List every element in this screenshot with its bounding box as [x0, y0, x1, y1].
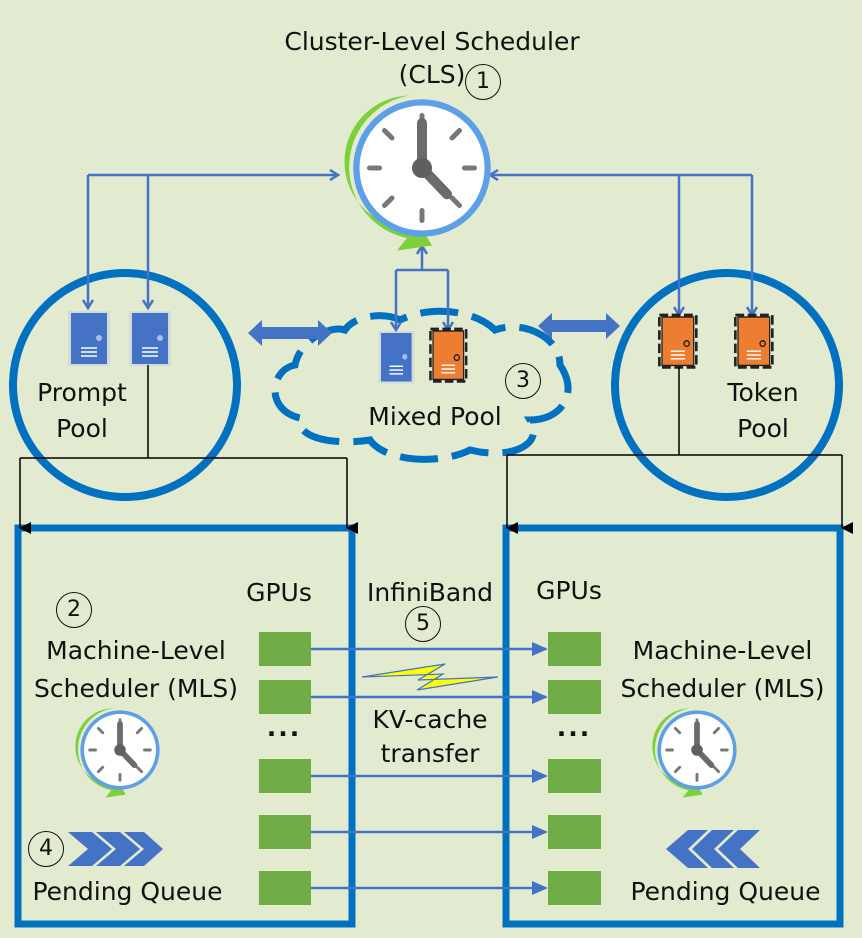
right-mls-line2: Scheduler (MLS) — [620, 674, 825, 703]
prompt-server-icon — [67, 310, 111, 367]
prompt-gpus — [259, 632, 311, 905]
prompt-distribution-lines — [19, 365, 358, 534]
gpu — [548, 759, 601, 793]
kv-line2: transfer — [380, 739, 480, 768]
left-gpus-label: GPUs — [246, 578, 312, 607]
marker-4: 4 — [28, 831, 64, 867]
mixed-token-double-arrow — [538, 313, 620, 339]
gpu — [548, 815, 601, 849]
left-gpu-ellipsis: ... — [266, 713, 302, 742]
gpu — [259, 632, 311, 666]
right-pending-queue-label: Pending Queue — [630, 877, 821, 906]
token-pool-label: Token Pool — [703, 378, 823, 444]
prompt-pool-label: Prompt Pool — [22, 378, 142, 444]
gpu — [548, 680, 601, 714]
kv-transfer-arrows — [311, 642, 548, 895]
left-mls-label: Machine-Level Scheduler (MLS) — [26, 636, 246, 704]
left-pending-queue-label: Pending Queue — [32, 877, 223, 906]
kv-line1: KV-cache — [372, 705, 488, 734]
right-mls-line1: Machine-Level — [632, 636, 813, 665]
kv-cache-transfer-label: KV-cache transfer — [355, 705, 505, 769]
left-mls-line2: Scheduler (MLS) — [34, 674, 238, 703]
mixed-pool-label: Mixed Pool — [368, 402, 502, 431]
prompt-pool-line1: Prompt — [37, 378, 127, 407]
marker-1: 1 — [465, 64, 501, 100]
mls-clock-icon — [652, 708, 736, 797]
lightning-bolt-icon — [361, 663, 499, 691]
token-server-icon — [733, 313, 774, 369]
prompt-pool-line2: Pool — [56, 414, 108, 443]
token-machine-box — [502, 524, 844, 928]
cls-title-line1: Cluster-Level Scheduler — [284, 27, 580, 56]
token-pool-line2: Pool — [737, 414, 789, 443]
token-pool-line1: Token — [727, 378, 799, 407]
gpu — [259, 680, 311, 714]
token-server-icon — [657, 313, 698, 369]
pending-queue-chevrons-left — [666, 830, 760, 868]
left-mls-line1: Machine-Level — [46, 636, 226, 665]
prompt-pool-circle — [9, 269, 241, 501]
gpu — [548, 871, 601, 905]
mixed-pool-cloud — [271, 307, 572, 463]
mls-clock-icon — [75, 708, 159, 797]
mixed-token-server-icon — [429, 327, 468, 383]
marker-3: 3 — [505, 363, 541, 399]
right-gpu-ellipsis: ... — [556, 713, 592, 742]
mixed-prompt-server-icon — [377, 330, 415, 385]
right-mls-label: Machine-Level Scheduler (MLS) — [610, 636, 835, 704]
marker-2: 2 — [56, 592, 92, 628]
gpu — [259, 759, 311, 793]
cls-title: Cluster-Level Scheduler (CLS) — [262, 27, 602, 90]
prompt-machine-box — [14, 524, 356, 928]
gpu — [259, 871, 311, 905]
cls-title-line2: (CLS) — [398, 60, 466, 89]
marker-5: 5 — [405, 606, 441, 642]
cls-connectors — [88, 175, 752, 330]
cls-clock-icon — [344, 96, 490, 251]
right-gpus-label: GPUs — [536, 576, 602, 605]
gpu — [259, 815, 311, 849]
prompt-mixed-double-arrow — [248, 320, 332, 346]
token-pool-circle — [611, 269, 843, 501]
gpu — [548, 632, 601, 666]
token-gpus — [548, 632, 601, 905]
prompt-server-icon — [128, 310, 172, 367]
token-distribution-lines — [506, 367, 853, 534]
infiniband-label: InfiniBand — [367, 578, 493, 607]
pending-queue-chevrons-right — [68, 832, 163, 866]
